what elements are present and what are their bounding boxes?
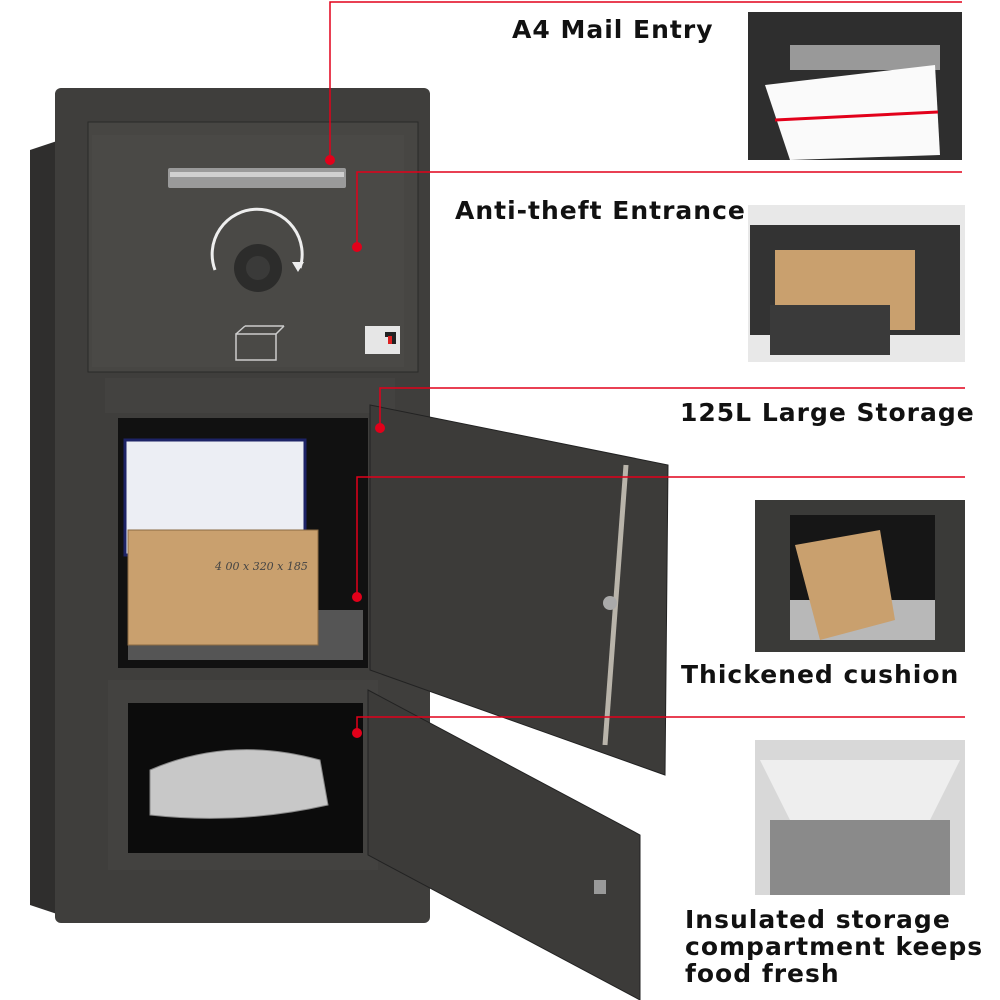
photo-mail-entry [748, 12, 962, 160]
leader-lines [329, 1, 965, 733]
photo-insulated [755, 740, 965, 895]
box-label: 4 00 x 320 x 185 [215, 560, 308, 573]
callout-dots [325, 155, 385, 738]
callout-a4-mail-entry: A4 Mail Entry [512, 15, 714, 44]
upper-door[interactable] [369, 404, 669, 776]
callout-cushion: Thickened cushion [681, 660, 960, 689]
callout-large-storage: 125L Large Storage [680, 398, 975, 427]
mail-slot [168, 168, 346, 188]
package-icon [235, 325, 285, 361]
lock [594, 880, 606, 894]
package-cardboard [127, 529, 319, 646]
photo-anti-theft [748, 205, 965, 362]
insulated-bag [149, 749, 329, 819]
cabinet-side [30, 140, 60, 915]
photo-cushion [755, 500, 965, 652]
lower-door[interactable] [367, 689, 641, 1000]
callout-anti-theft: Anti-theft Entrance [455, 196, 746, 225]
rotate-arrow-icon [210, 207, 304, 271]
callout-insulated: Insulated storage compartment keeps food… [685, 905, 984, 988]
